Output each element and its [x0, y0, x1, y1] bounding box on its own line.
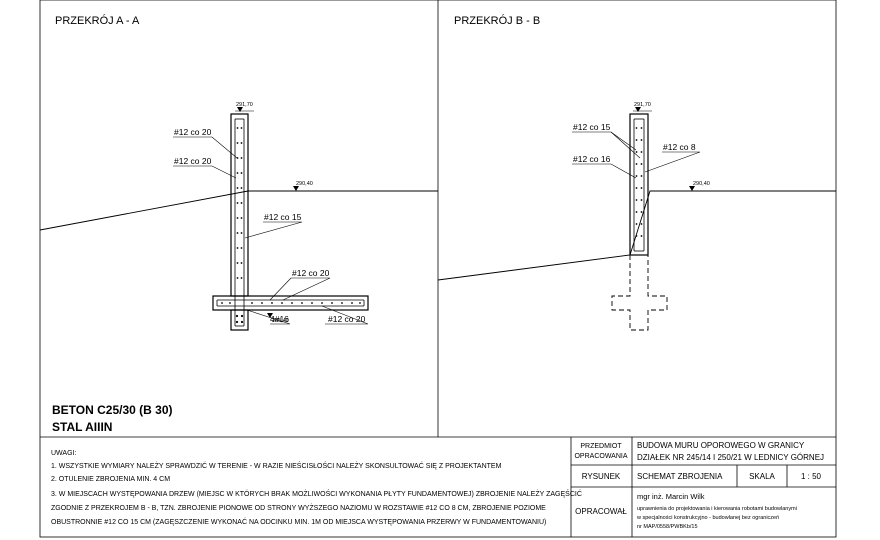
footing-a	[212, 295, 369, 311]
level-marker-ground-b: 290,40	[689, 181, 710, 191]
author-line-1: uprawnienia do projektowania i kierowani…	[637, 506, 797, 512]
drawing-title: SCHEMAT ZBROJENIA	[637, 472, 723, 481]
level-top-a: 291,70	[236, 102, 253, 108]
notes-heading: UWAGI:	[51, 450, 76, 457]
rebar-label-a-4: #12 co 20	[292, 268, 330, 278]
leaders-a	[173, 136, 369, 325]
level-marker-top-a: 291,70	[235, 102, 254, 112]
section-a-title: PRZEKRÓJ A - A	[55, 14, 140, 27]
author-line-2: w specjalności konstrukcyjno - budowlane…	[636, 515, 779, 521]
level-marker-ground-a: 290,40	[293, 181, 313, 191]
rebar-label-b-1: #12 co 15	[573, 122, 611, 132]
scale-value: 1 : 50	[801, 472, 822, 481]
leaders-b	[572, 131, 701, 179]
note-item-5: OBUSTRONNIE #12 CO 15 CM (ZAGĘSZCZENIE W…	[51, 517, 546, 526]
author-label: OPRACOWAŁ	[575, 507, 627, 516]
title-block	[570, 437, 836, 537]
section-a-drawing: 291,70 290,40 288,40 #12 co 20 #12 co 20…	[39, 102, 438, 331]
rebar-label-a-2: #12 co 20	[174, 156, 212, 166]
section-b-title: PRZEKRÓJ B - B	[454, 14, 540, 27]
rebar-a	[216, 118, 365, 327]
note-item-1: 1. WSZYSTKIE WYMIARY NALEŻY SPRAWDZIĆ W …	[51, 461, 502, 470]
subject-label-2: OPRACOWANIA	[574, 453, 627, 460]
drawing-label: RYSUNEK	[582, 472, 621, 481]
rebar-label-a-3: #12 co 15	[264, 212, 302, 222]
rebar-label-b-3: #12 co 8	[663, 142, 696, 152]
sheet-border	[39, 0, 837, 538]
level-ground-a: 290,40	[296, 181, 313, 187]
wall-stem-a	[230, 113, 249, 297]
notes-block: UWAGI: 1. WSZYSTKIE WYMIARY NALEŻY SPRAW…	[51, 450, 582, 526]
ground-line-b	[437, 190, 836, 281]
level-ground-b: 290,40	[693, 181, 710, 187]
subject-line-1: BUDOWA MURU OPOROWEGO W GRANICY	[637, 441, 805, 450]
rebar-label-a-5: 4#16	[270, 314, 289, 324]
steel-class: STAL AIIIN	[52, 420, 112, 434]
rebar-label-a-6: #12 co 20	[328, 314, 366, 324]
section-b-drawing: 291,70 290,40 #12 co 15 #12 co 16 #12 co…	[437, 102, 836, 331]
level-top-b: 291,70	[634, 102, 651, 108]
concrete-class: BETON C25/30 (B 30)	[52, 403, 173, 417]
scale-label: SKALA	[749, 472, 775, 481]
rebar-dots-b	[635, 127, 643, 237]
rebar-label-a-1: #12 co 20	[174, 127, 212, 137]
rebar-label-b-2: #12 co 16	[573, 154, 611, 164]
ground-line-a	[39, 190, 438, 231]
author-line-3: nr MAP/0558/PWBKb/15	[637, 524, 698, 530]
subject-label-1: PRZEDMIOT	[580, 443, 622, 450]
subject-line-2: DZIAŁEK NR 245/14 I 250/21 W LEDNICY GÓR…	[637, 453, 824, 462]
footing-key-a	[230, 309, 249, 331]
rebar-dots-a	[221, 127, 361, 324]
missing-footing-b	[611, 255, 668, 331]
author-name: mgr inż. Marcin Wilk	[637, 492, 705, 501]
note-item-3: 3. W MIEJSCACH WYSTĘPOWANIA DRZEW (MIEJS…	[51, 489, 582, 498]
rebar-b	[633, 118, 645, 252]
wall-stem-b	[629, 113, 649, 256]
level-marker-top-b: 291,70	[633, 102, 652, 112]
note-item-2: 2. OTULENIE ZBROJENIA MIN. 4 CM	[51, 476, 170, 483]
note-item-4: ZGODNIE Z PRZEKROJEM B - B, TZN. ZBROJEN…	[51, 503, 546, 512]
